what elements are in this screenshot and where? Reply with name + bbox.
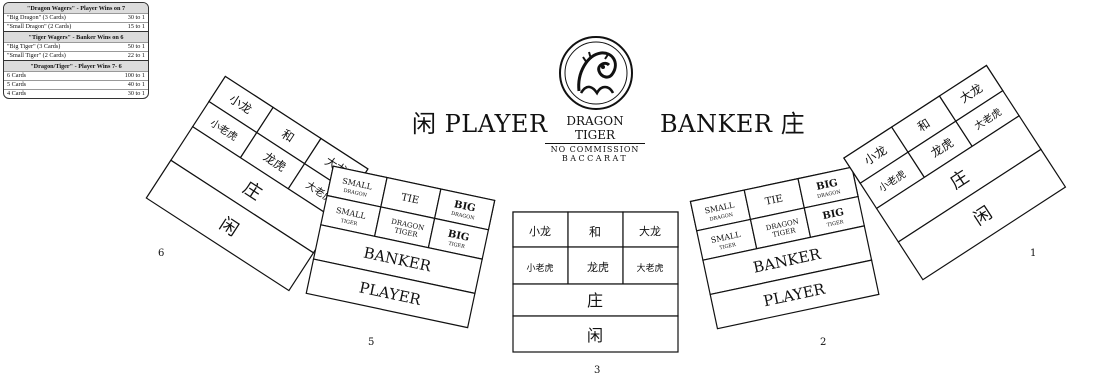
paytable-label: "Small Tiger" (2 Cards) [7, 52, 66, 59]
dragon-tiger-logo-icon [559, 36, 633, 110]
seat3-small-dragon-label: 小龙 [529, 225, 551, 238]
game-title: DRAGON TIGER NO COMMISSION BACCARAT [545, 114, 645, 163]
seat2-big-tiger-label: BIG [822, 207, 845, 222]
paytable-dragon-tiger-header: "Dragon/Tiger" - Player Wins 7- 6 [4, 60, 148, 71]
seat3-tie-label: 和 [589, 225, 601, 239]
seat3-player-label: 闲 [587, 326, 603, 345]
seat2-big-dragon-label: BIG [815, 178, 838, 193]
seat-5 [305, 165, 496, 329]
seat2-big-dragon-sub: DRAGON [817, 189, 842, 200]
seat2-small-tiger-sub: TIGER [719, 242, 737, 251]
paytable-pay: 22 to 1 [127, 52, 145, 59]
seat1-player-bet[interactable] [897, 148, 1067, 281]
paytable-label: 4 Cards [7, 90, 27, 97]
seat5-small-dragon-sub: DRAGON [343, 188, 368, 199]
paytable-label: "Big Dragon" (3 Cards) [7, 14, 66, 21]
seat2-tie-label: TIE [764, 193, 784, 207]
paytable-pay: 15 to 1 [127, 23, 145, 30]
seat5-player-bet[interactable] [305, 258, 476, 329]
seat5-number: 5 [368, 337, 374, 348]
game-title-line3: BACCARAT [561, 154, 629, 163]
paytable-row: 4 Cards 30 to 1 [4, 89, 148, 98]
seat3-big-tiger-bet[interactable] [622, 246, 679, 285]
paytable-label: "Big Tiger" (3 Cards) [7, 43, 61, 50]
seat5-tie-label: TIE [400, 192, 420, 206]
paytable-pay: 50 to 1 [127, 43, 145, 50]
paytable-tiger-header: "Tiger Wagers" - Banker Wins on 6 [4, 31, 148, 42]
paytable-row: 6 Cards 100 to 1 [4, 71, 148, 80]
seat3-small-tiger-bet[interactable] [512, 246, 569, 285]
paytable-pay: 100 to 1 [124, 72, 145, 79]
banker-header-zh: 庄 [780, 110, 806, 138]
paytable-label: "Small Dragon" (2 Cards) [7, 23, 72, 30]
paytable-label: 5 Cards [7, 81, 27, 88]
seat6-player-bet[interactable] [145, 159, 315, 292]
seat3-big-tiger-label: 大老虎 [636, 262, 663, 274]
seat3-player-bet[interactable] [512, 315, 679, 353]
seat3-small-tiger-label: 小老虎 [526, 262, 553, 274]
paytable-row: "Small Tiger" (2 Cards) 22 to 1 [4, 51, 148, 60]
game-title-line1: DRAGON TIGER [545, 114, 645, 144]
seat3-banker-bet[interactable] [512, 283, 679, 317]
seat3-banker-label: 庄 [587, 291, 603, 310]
payout-table: "Dragon Wagers" - Player Wins on 7 "Big … [3, 2, 149, 99]
seat2-player-bet[interactable] [709, 259, 880, 330]
seat-2 [689, 166, 880, 330]
seat-1 [843, 64, 1067, 281]
player-header: 闲 PLAYER [412, 104, 548, 139]
seat1-number: 1 [1030, 248, 1036, 259]
seat-3 [512, 211, 679, 353]
seat3-big-dragon-label: 大龙 [639, 224, 661, 238]
seat3-dragon-tiger-label: 龙虎 [587, 261, 609, 274]
paytable-dragon-header: "Dragon Wagers" - Player Wins on 7 [4, 3, 148, 13]
paytable-pay: 30 to 1 [127, 90, 145, 97]
seat3-dragon-tiger-bet[interactable] [567, 246, 624, 285]
seat5-big-dragon-sub: DRAGON [450, 211, 475, 222]
paytable-pay: 40 to 1 [127, 81, 145, 88]
seat5-big-tiger-label: BIG [447, 229, 470, 244]
paytable-row: "Small Dragon" (2 Cards) 15 to 1 [4, 22, 148, 31]
seat5-big-tiger-sub: TIGER [448, 241, 466, 250]
player-header-label: PLAYER [444, 110, 548, 138]
seat2-big-tiger-sub: TIGER [826, 219, 844, 228]
seat2-small-dragon-sub: DRAGON [709, 212, 734, 223]
seat3-number: 3 [594, 365, 600, 376]
banker-header: BANKER 庄 [660, 104, 805, 139]
seat5-big-dragon-label: BIG [453, 199, 476, 214]
banker-header-label: BANKER [660, 110, 773, 138]
player-header-zh: 闲 [412, 110, 437, 138]
game-title-line2: NO COMMISSION [550, 145, 640, 154]
paytable-row: 5 Cards 40 to 1 [4, 80, 148, 89]
paytable-pay: 30 to 1 [127, 14, 145, 21]
seat2-number: 2 [820, 337, 826, 348]
paytable-row: "Big Dragon" (3 Cards) 30 to 1 [4, 13, 148, 22]
paytable-label: 6 Cards [7, 72, 27, 79]
paytable-row: "Big Tiger" (3 Cards) 50 to 1 [4, 42, 148, 51]
seat5-small-tiger-sub: TIGER [340, 218, 358, 227]
seat6-number: 6 [158, 248, 164, 259]
